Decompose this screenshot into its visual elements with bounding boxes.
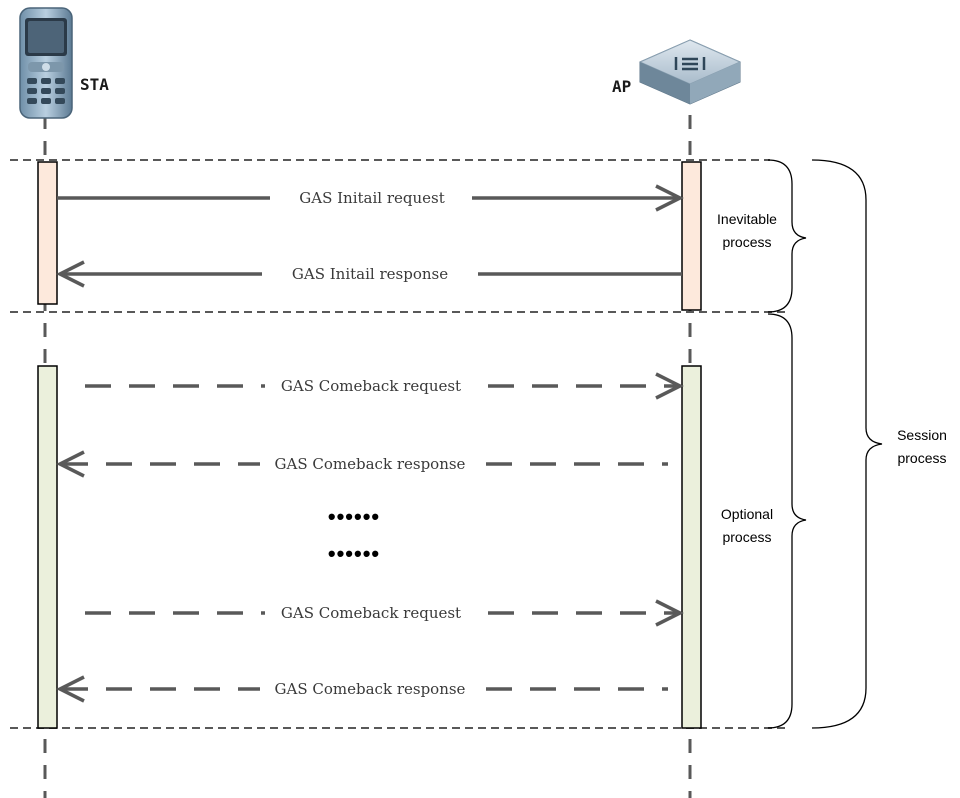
ap-inevitable-activation — [681, 161, 702, 311]
optional-brace — [767, 313, 807, 729]
message-label: GAS Comeback request — [281, 377, 461, 395]
access-point-icon — [638, 39, 742, 105]
message-label: GAS Initail response — [292, 265, 448, 283]
ap-optional-activation — [681, 365, 702, 729]
message-initial-request: GAS Initail request — [57, 184, 684, 212]
session-label-line2: process — [897, 450, 946, 466]
sta-optional-activation — [37, 365, 58, 729]
message-comeback-response-2: GAS Comeback response — [56, 675, 668, 703]
optional-label-line1: Optional — [721, 506, 773, 522]
ellipsis-2: •••••• — [328, 541, 380, 566]
inevitable-label-line1: Inevitable — [717, 211, 777, 227]
sta-inevitable-activation — [37, 161, 58, 305]
message-label: GAS Comeback request — [281, 604, 461, 622]
message-label: GAS Comeback response — [275, 455, 466, 473]
message-label: GAS Comeback response — [275, 680, 466, 698]
mobile-phone-icon — [19, 7, 73, 119]
message-label: GAS Initail request — [299, 189, 445, 207]
inevitable-label-line2: process — [722, 234, 771, 250]
message-comeback-request-1: GAS Comeback request — [85, 372, 684, 400]
message-initial-response: GAS Initail response — [56, 260, 682, 288]
ellipsis-1: •••••• — [328, 504, 380, 529]
message-comeback-request-2: GAS Comeback request — [85, 599, 684, 627]
session-label-line1: Session — [897, 427, 947, 443]
sta-label: STA — [80, 75, 109, 94]
optional-label-line2: process — [722, 529, 771, 545]
message-comeback-response-1: GAS Comeback response — [56, 450, 668, 478]
ap-label: AP — [612, 77, 631, 96]
session-brace — [811, 159, 883, 729]
inevitable-brace — [767, 159, 807, 313]
